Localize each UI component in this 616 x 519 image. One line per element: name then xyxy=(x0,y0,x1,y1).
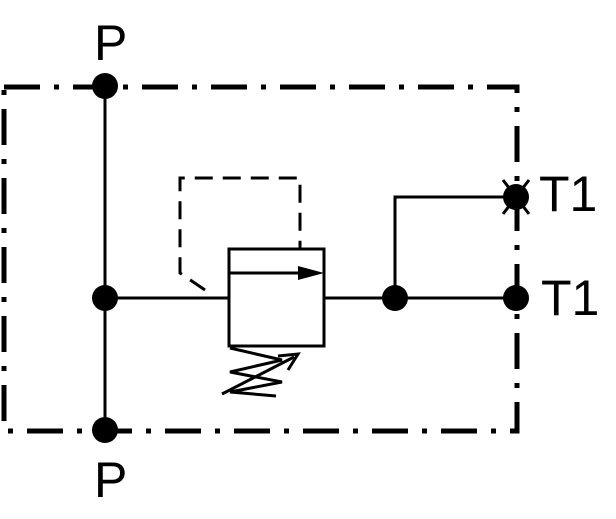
junction-dot-tank-branch xyxy=(382,285,408,311)
valve-flow-arrowhead xyxy=(298,266,324,280)
port-dot-t1-lower xyxy=(503,285,529,311)
port-label-t1-lower: T1 xyxy=(541,270,599,326)
port-dot-top-p xyxy=(92,73,118,99)
port-dot-bottom-p xyxy=(92,417,118,443)
port-label-bottom-p: P xyxy=(94,452,127,508)
adjustable-spring-icon xyxy=(221,346,301,398)
tank-branch-line xyxy=(393,195,516,298)
junction-dot-p-center xyxy=(92,285,118,311)
port-label-top-p: P xyxy=(94,15,127,71)
plugged-port-x-icon xyxy=(501,179,531,215)
pressure-relief-valve xyxy=(227,247,326,348)
dashed-pilot-line xyxy=(178,176,302,292)
port-label-t1-upper: T1 xyxy=(539,166,597,222)
enclosure-boundary xyxy=(1,84,520,434)
